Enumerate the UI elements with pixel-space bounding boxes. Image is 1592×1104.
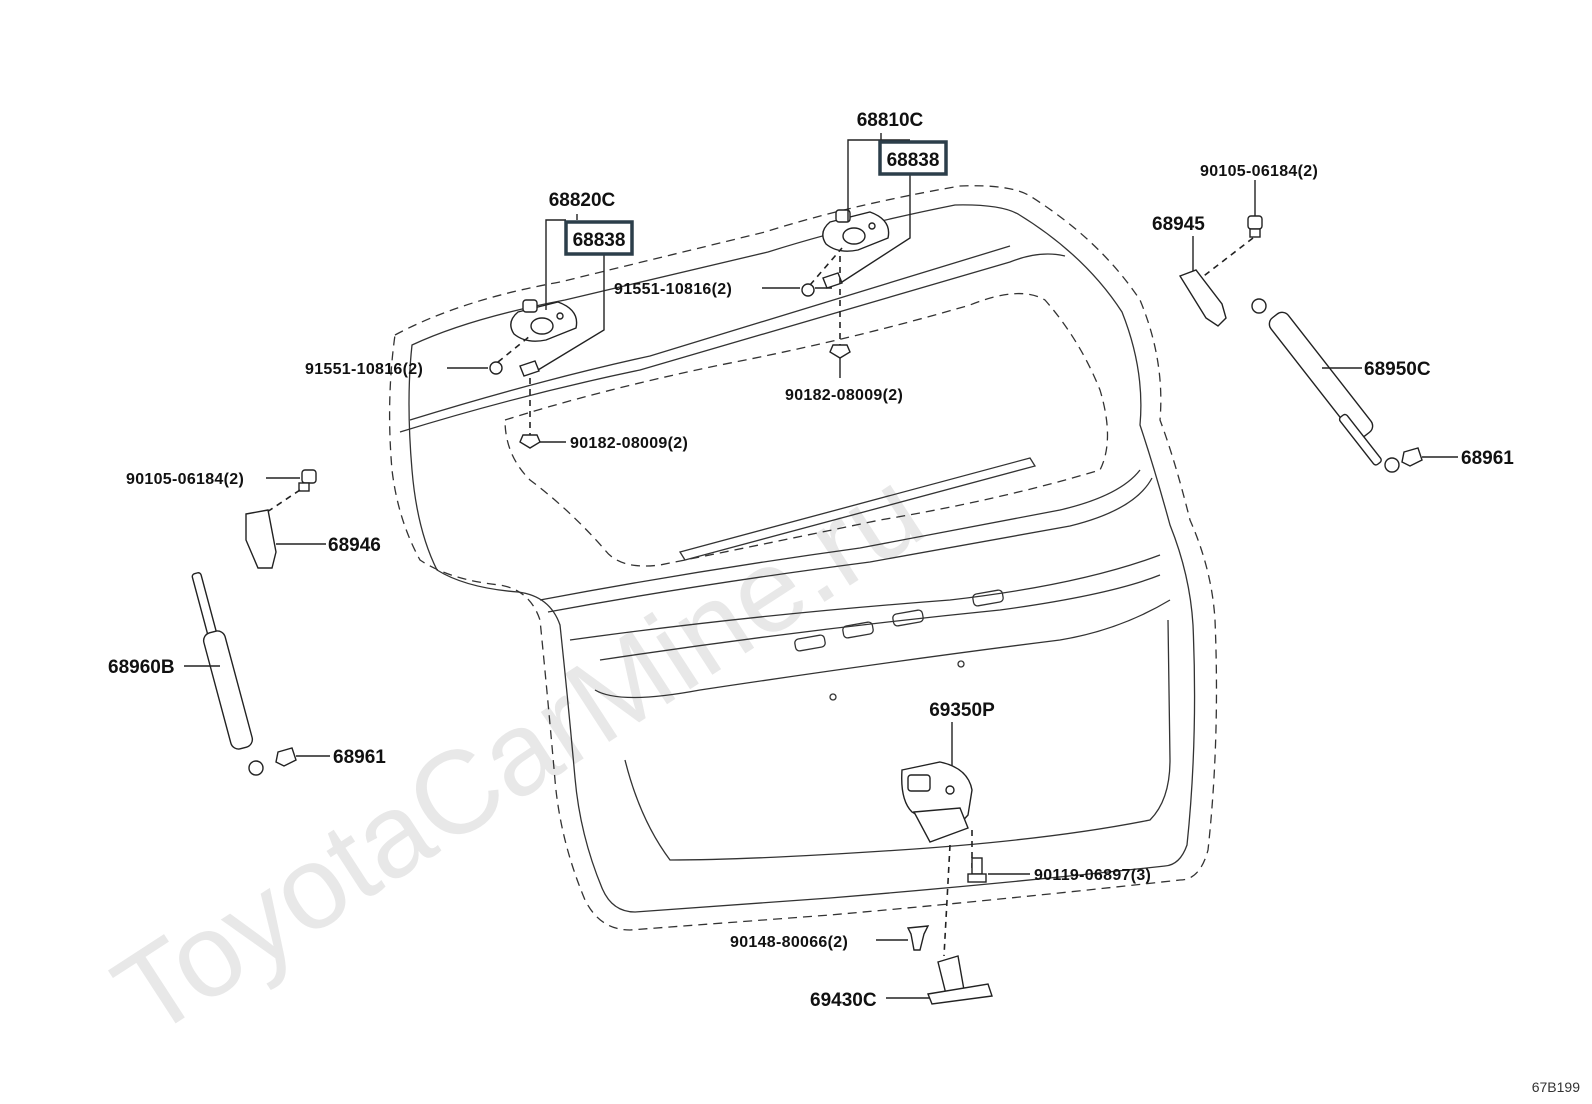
diagram-code: 67B199 [1532, 1079, 1580, 1095]
nut-right-label: 90182-08009(2) [785, 387, 903, 404]
nut-left-label: 90182-08009(2) [570, 435, 688, 452]
ball-stud-left [275, 747, 297, 767]
hinge-assy-right-label: 68810C [857, 110, 924, 131]
bracket-left-label: 68946 [328, 535, 381, 556]
lock-assy-label: 69350P [929, 700, 995, 721]
back-door-panel [388, 185, 1218, 931]
damper-right [1251, 298, 1400, 473]
bolt-bracket-left [298, 469, 317, 492]
hinge-right [822, 209, 890, 289]
ball-stud-left-label: 68961 [333, 747, 386, 768]
bolt-hinge-left [489, 361, 503, 375]
bracket-right-label: 68945 [1152, 214, 1205, 235]
hinge-part-left-label: 68838 [573, 230, 626, 251]
damper-left [191, 572, 264, 776]
hinge-part-right-box [878, 140, 948, 176]
watermark: ToyotaCarMine.ru [92, 444, 945, 1062]
hinge-part-left-box [564, 220, 634, 256]
striker-label: 69430C [810, 990, 877, 1011]
striker [927, 955, 993, 1005]
clip-label: 90148-80066(2) [730, 934, 848, 951]
ball-stud-right-label: 68961 [1461, 448, 1514, 469]
lock-bolt [967, 857, 987, 883]
damper-right-label: 68950C [1364, 359, 1431, 380]
lock-bolt-label: 90119-06897(3) [1034, 867, 1151, 884]
bolt-hinge-right [801, 283, 815, 297]
bolt-bracket-left-label: 90105-06184(2) [126, 471, 244, 488]
clip [906, 925, 930, 951]
ball-stud-right [1401, 447, 1423, 467]
bolt-hinge-left-label: 91551-10816(2) [305, 361, 423, 378]
nut-left [519, 434, 541, 449]
bolt-bracket-right-label: 90105-06184(2) [1200, 163, 1318, 180]
lock-assy [901, 761, 973, 843]
bracket-right [1178, 269, 1227, 327]
hinge-assy-left-label: 68820C [549, 190, 616, 211]
bolt-bracket-right [1247, 215, 1263, 238]
damper-left-label: 68960B [108, 657, 175, 678]
bracket-left [245, 509, 277, 569]
hinge-left [510, 299, 578, 377]
bolt-hinge-right-label: 91551-10816(2) [614, 281, 732, 298]
hinge-part-right-label: 68838 [887, 150, 940, 171]
nut-right [829, 344, 851, 359]
